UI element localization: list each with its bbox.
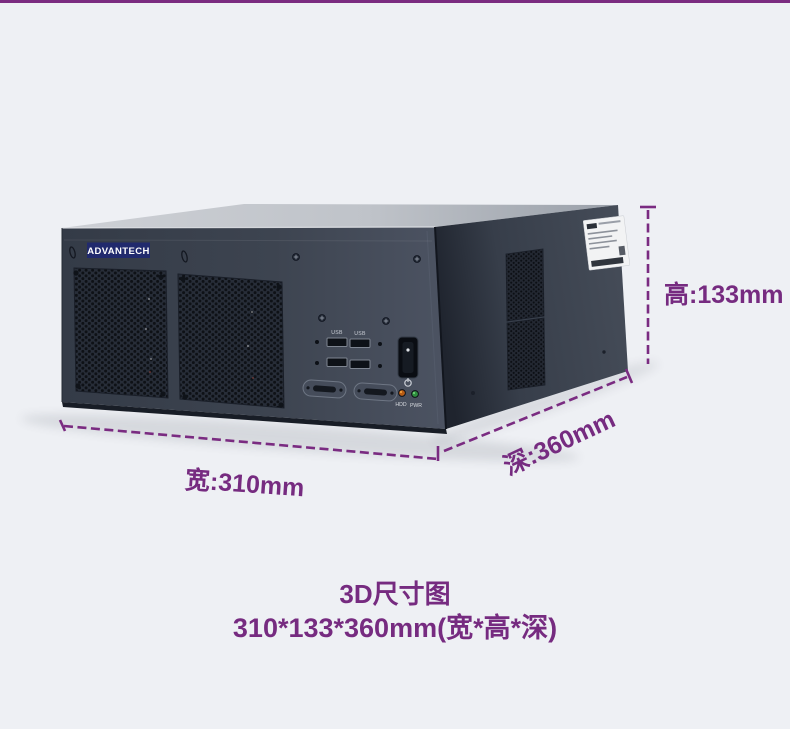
top-accent-bar [0, 0, 790, 3]
oval-slot-left [69, 246, 76, 259]
hdd-led [398, 389, 406, 397]
dsub-knockout-1 [302, 379, 347, 399]
product-photo: ADVANTECH [20, 204, 784, 502]
chassis-base-strip [62, 402, 447, 434]
chassis-3d-render: ADVANTECH [20, 204, 659, 462]
height-dimension-label: 高:133mm [664, 281, 784, 309]
usb-cluster: USB USB [315, 330, 382, 369]
chassis-top-face [62, 204, 618, 228]
usb-ports [326, 337, 371, 369]
caption-title: 3D尺寸图 [339, 579, 451, 609]
side-vent-bottom [506, 317, 546, 391]
brand-logo-text: ADVANTECH [87, 246, 150, 257]
panel-screws [292, 253, 421, 325]
usb-label-1: USB [331, 330, 343, 336]
width-dim-line [63, 424, 439, 461]
caption-dimensions: 310*133*360mm(宽*高*深) [232, 613, 558, 643]
power-switch [397, 336, 419, 379]
brand-logo-plate [87, 242, 150, 258]
vent-screws [73, 270, 284, 408]
chassis-shadow [20, 414, 580, 462]
dsub-knockout-2 [353, 382, 398, 402]
pin-holes [315, 340, 382, 368]
front-panel-lip [63, 239, 433, 242]
usb-label-2: USB [354, 331, 366, 337]
side-vent-top [505, 248, 545, 322]
pwr-led [411, 390, 419, 398]
oval-slot-mid [181, 250, 188, 263]
front-vent-left [73, 267, 169, 399]
chassis-shadow-side [431, 361, 659, 443]
pwr-led-label: PWR [410, 403, 422, 409]
side-screw-1 [471, 391, 475, 395]
front-door-edge [426, 230, 439, 425]
hdd-led-label: HDD [395, 402, 406, 408]
top-front-edge-highlight [61, 226, 436, 229]
spec-sticker [582, 215, 631, 271]
dimension-lines [58, 205, 656, 461]
depth-dim-tick-end [624, 368, 634, 384]
vent-reflections [145, 298, 254, 379]
front-side-seam [434, 226, 447, 430]
side-screw-2 [602, 350, 606, 354]
brand-logo: ADVANTECH [87, 242, 150, 258]
power-icon [404, 378, 412, 387]
depth-dim-line [443, 375, 628, 453]
front-vent-right [177, 273, 285, 409]
width-dim-tick-start [58, 419, 67, 432]
